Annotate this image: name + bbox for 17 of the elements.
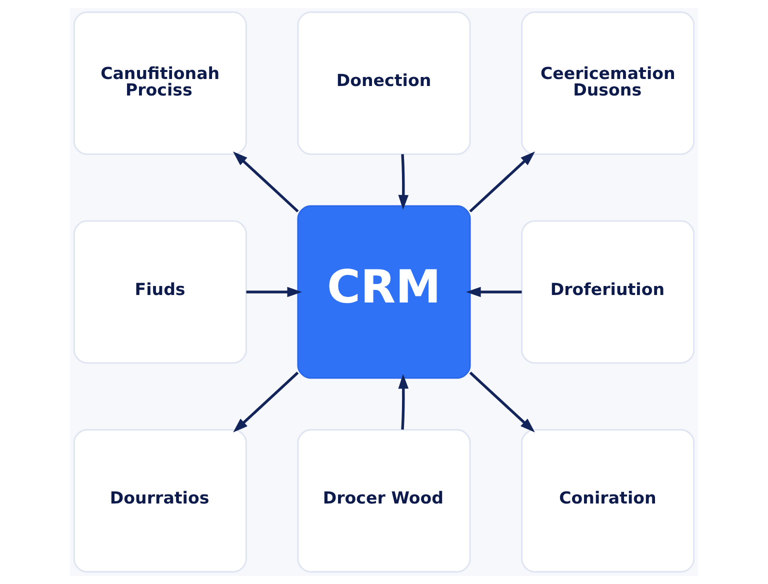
arrow [232,151,299,212]
node-box: Fiuds [73,220,247,364]
node-box: Drocer Wood [297,429,471,573]
node-box: Dourratios [73,429,247,573]
arrow [466,286,522,298]
arrow [233,372,299,432]
node-box: Coniration [521,429,695,573]
node-box: Droferiution [521,220,695,364]
node-box: Ceericemation Dusons [521,11,695,155]
node-box: Donection [297,11,471,155]
arrow [246,286,302,298]
arrow [469,372,535,432]
arrow [398,154,409,210]
node-box: Canufitionah Prociss [73,11,247,155]
arrow [398,374,409,430]
arrow [469,151,536,212]
node-box: CRM [297,205,471,379]
